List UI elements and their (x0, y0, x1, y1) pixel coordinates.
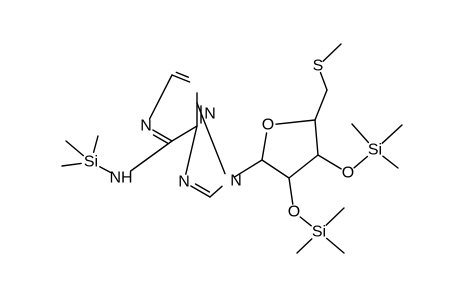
bond-c1p-o_ring (261, 132, 268, 161)
bond-c2p-c1p (261, 159, 290, 179)
atom-o-ring: O (262, 117, 274, 134)
atom-n3: N (204, 106, 216, 123)
bond-c4p-c3p (314, 119, 319, 156)
bond-c3p-c2p (288, 154, 319, 179)
bond-si2-m2c (351, 123, 370, 144)
bond-c8-n9 (209, 185, 223, 198)
bond-n7-c8 (190, 185, 211, 198)
atom-si3: Si (312, 224, 326, 241)
bond-si1-m1b (61, 162, 82, 167)
atom-nh: NH (109, 170, 132, 187)
atom-label: N (140, 118, 152, 135)
bond-si3-m3c (296, 238, 313, 254)
bond-c3p-o3 (317, 154, 342, 170)
atom-label: Si (368, 142, 382, 159)
atom-label: O (262, 117, 274, 134)
bond-si1-m1c (92, 135, 99, 154)
bond-c2p-o2 (288, 177, 294, 205)
bond-si2-m2b (381, 124, 403, 144)
atom-label: N (178, 174, 190, 191)
bond-c4p-c5p (314, 89, 328, 121)
atom-label: Si (84, 154, 98, 171)
bond-o2-si3 (299, 216, 312, 227)
atom-label: NH (109, 170, 132, 187)
bond-c2-n3-double (175, 71, 190, 78)
bond-o_ring-c4p (275, 119, 316, 125)
atom-label: O (288, 204, 300, 221)
atom-n7: N (178, 174, 190, 191)
bond-c6-c5 (171, 125, 198, 142)
bond-o3-si2 (353, 155, 369, 169)
bond-c5p-s (319, 71, 328, 91)
atom-label: Si (312, 224, 326, 241)
atom-label: O (342, 165, 354, 182)
bond-n1-c6 (152, 129, 173, 142)
atom-o2: O (288, 204, 300, 221)
bond-c4-n9 (196, 102, 226, 175)
bond-c6-nh (129, 140, 173, 172)
atom-s: S (313, 58, 324, 75)
atom-label: N (230, 173, 242, 190)
bond-si1-m1a (65, 140, 85, 157)
bond-c2-n1 (148, 74, 173, 120)
bond-c2-n3 (171, 74, 191, 83)
atom-n1: N (140, 118, 152, 135)
atom-label: N (204, 106, 216, 123)
bond-si3-m3b (325, 207, 345, 226)
bond-n7-c8-double (194, 183, 211, 193)
bond-layer (61, 43, 403, 254)
bond-n9-c1p (234, 159, 263, 178)
atom-si2: Si (368, 142, 382, 159)
bond-s-sme (322, 43, 342, 62)
atom-si1: Si (84, 154, 98, 171)
atom-n9: N (230, 173, 242, 190)
atom-o3: O (342, 165, 354, 182)
bond-nh-si1 (99, 165, 112, 174)
bond-c5-n7 (185, 125, 198, 175)
bond-si2-m2a (382, 155, 399, 169)
atom-label: S (313, 58, 324, 75)
bond-si3-m3a (326, 237, 345, 254)
bond-n1-c6-double (152, 134, 169, 144)
